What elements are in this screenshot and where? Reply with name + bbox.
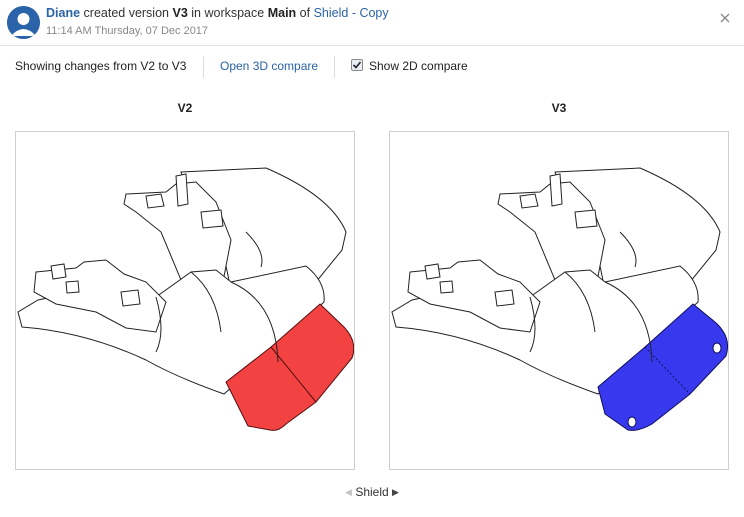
part-navigator: ◀ Shield ▶ <box>0 485 744 499</box>
right-drawing-panel[interactable] <box>389 131 729 470</box>
created-text: created version <box>83 6 169 20</box>
changes-description: Showing changes from V2 to V3 <box>15 59 187 73</box>
show-2d-compare-checkbox[interactable] <box>351 59 363 71</box>
left-version-title: V2 <box>177 101 193 115</box>
activity-header: Diane created version V3 in workspace Ma… <box>0 0 744 46</box>
v2-drawing <box>17 167 354 431</box>
right-version-title: V3 <box>551 101 567 115</box>
of-text: of <box>299 6 311 20</box>
v3-drawing <box>391 167 728 431</box>
open-3d-compare-link[interactable]: Open 3D compare <box>220 59 319 73</box>
in-workspace-text: in workspace <box>191 6 265 20</box>
part-name: Shield <box>355 485 389 499</box>
left-drawing-panel[interactable] <box>15 131 355 470</box>
workspace-name: Main <box>267 6 297 20</box>
user-name-link[interactable]: Diane <box>46 6 81 20</box>
timestamp: 11:14 AM Thursday, 07 Dec 2017 <box>46 25 209 37</box>
next-part-icon[interactable]: ▶ <box>392 487 399 497</box>
show-2d-compare-label[interactable]: Show 2D compare <box>369 59 468 73</box>
version-name: V3 <box>172 6 188 20</box>
activity-summary: Diane created version V3 in workspace Ma… <box>46 6 389 20</box>
avatar[interactable] <box>7 6 40 39</box>
compare-toolbar: Showing changes from V2 to V3 Open 3D co… <box>0 46 744 86</box>
divider <box>334 56 335 78</box>
document-link[interactable]: Shield - Copy <box>313 6 389 20</box>
previous-part-icon[interactable]: ◀ <box>345 487 352 497</box>
close-icon[interactable] <box>718 11 732 25</box>
divider <box>203 56 204 78</box>
